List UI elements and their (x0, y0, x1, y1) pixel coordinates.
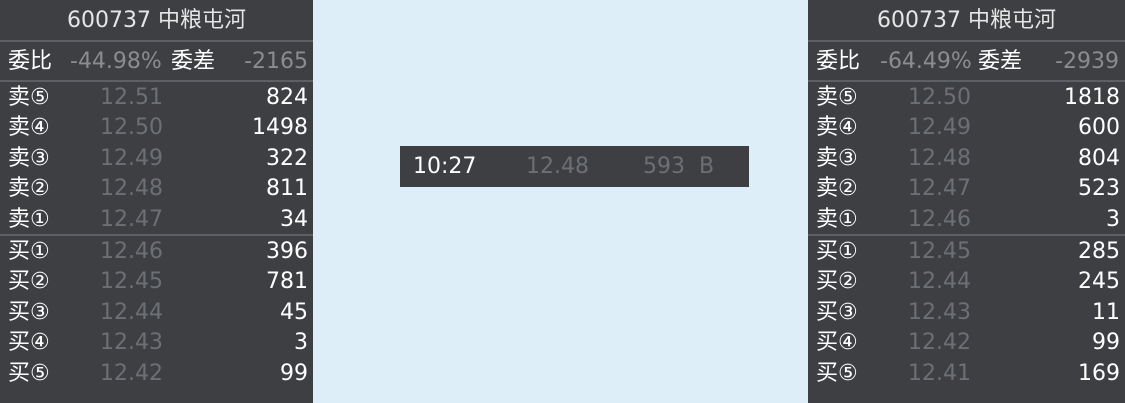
sell-row-3: 卖③ 12.49 322 (0, 143, 313, 173)
sell-price: 12.48 (100, 176, 163, 202)
sell-price: 12.50 (100, 115, 163, 141)
ratio-label: 委比 (816, 49, 861, 74)
tick-time: 10:27 (413, 154, 477, 179)
sell-label: 卖⑤ (8, 85, 50, 110)
buy-label: 买② (8, 269, 50, 295)
tick-direction: B (699, 154, 715, 179)
buy-price: 12.45 (100, 269, 163, 295)
sell-volume: 1818 (1064, 85, 1120, 110)
sell-price: 12.46 (908, 206, 971, 232)
buy-volume: 169 (1078, 360, 1120, 386)
buy-volume: 285 (1078, 238, 1120, 264)
sell-price: 12.51 (100, 85, 163, 110)
buy-volume: 99 (1092, 330, 1120, 356)
sell-volume: 600 (1078, 115, 1120, 141)
buy-volume: 99 (280, 360, 308, 386)
buy-label: 买① (8, 238, 50, 264)
sell-row-4: 卖④ 12.50 1498 (0, 112, 313, 142)
buy-price: 12.43 (100, 330, 163, 356)
buy-row-2: 买② 12.45 781 (0, 266, 313, 296)
buy-price: 12.46 (100, 238, 163, 264)
sell-row-3: 卖③ 12.48 804 (808, 143, 1125, 173)
ratio-label: 委比 (8, 49, 53, 74)
sell-price: 12.47 (908, 176, 971, 202)
buy-row-3: 买③ 12.44 45 (0, 297, 313, 327)
buy-row-5: 买⑤ 12.42 99 (0, 358, 313, 388)
buy-volume: 396 (266, 238, 308, 264)
buy-row-2: 买② 12.44 245 (808, 266, 1125, 296)
diff-label: 委差 (171, 49, 216, 74)
buy-label: 买③ (816, 299, 858, 325)
sell-volume: 322 (266, 145, 308, 171)
sell-label: 卖⑤ (816, 85, 858, 110)
buy-price: 12.45 (908, 238, 971, 264)
buy-label: 买⑤ (8, 360, 50, 386)
sell-row-2: 卖② 12.48 811 (0, 173, 313, 203)
sell-row-4: 卖④ 12.49 600 (808, 112, 1125, 142)
buy-price: 12.41 (908, 360, 971, 386)
ratio-value: -44.98% (70, 49, 162, 74)
buy-row-4: 买④ 12.43 3 (0, 327, 313, 357)
sell-volume: 804 (1078, 145, 1120, 171)
stock-title: 600737 中粮屯河 (0, 0, 313, 42)
sell-row-1: 卖① 12.47 34 (0, 204, 313, 236)
sell-label: 卖① (816, 206, 858, 232)
buy-volume: 245 (1078, 269, 1120, 295)
stock-title: 600737 中粮屯河 (808, 0, 1125, 42)
buy-row-4: 买④ 12.42 99 (808, 327, 1125, 357)
sell-row-5: 卖⑤ 12.50 1818 (808, 82, 1125, 112)
buy-row-3: 买③ 12.43 11 (808, 297, 1125, 327)
sell-label: 卖④ (816, 115, 858, 141)
buy-label: 买② (816, 269, 858, 295)
sell-row-2: 卖② 12.47 523 (808, 173, 1125, 203)
buy-price: 12.42 (908, 330, 971, 356)
diff-value: -2939 (1055, 49, 1119, 74)
buy-volume: 3 (294, 330, 308, 356)
sell-label: 卖② (8, 176, 50, 202)
buy-price: 12.44 (908, 269, 971, 295)
sell-volume: 34 (280, 206, 308, 232)
sell-price: 12.50 (908, 85, 971, 110)
buy-volume: 11 (1092, 299, 1120, 325)
buy-price: 12.44 (100, 299, 163, 325)
buy-price: 12.42 (100, 360, 163, 386)
diff-label: 委差 (978, 49, 1023, 74)
sell-row-5: 卖⑤ 12.51 824 (0, 82, 313, 112)
buy-label: 买⑤ (816, 360, 858, 386)
sell-price: 12.49 (908, 115, 971, 141)
ratio-row: 委比 -64.49% 委差 -2939 (808, 42, 1125, 82)
sell-row-1: 卖① 12.46 3 (808, 204, 1125, 236)
buy-row-1: 买① 12.45 285 (808, 236, 1125, 266)
sell-label: 卖① (8, 206, 50, 232)
buy-row-1: 买① 12.46 396 (0, 236, 313, 266)
sell-volume: 811 (266, 176, 308, 202)
sell-label: 卖④ (8, 115, 50, 141)
ratio-value: -64.49% (880, 49, 972, 74)
sell-volume: 1498 (252, 115, 308, 141)
trade-tick: 10:27 12.48 593 B (400, 146, 749, 187)
sell-price: 12.48 (908, 145, 971, 171)
diff-value: -2165 (244, 49, 308, 74)
sell-volume: 3 (1106, 206, 1120, 232)
buy-volume: 781 (266, 269, 308, 295)
buy-label: 买① (816, 238, 858, 264)
sell-price: 12.47 (100, 206, 163, 232)
tick-price: 12.48 (526, 154, 589, 179)
sell-label: 卖③ (816, 145, 858, 171)
sell-price: 12.49 (100, 145, 163, 171)
buy-label: 买④ (816, 330, 858, 356)
buy-label: 买③ (8, 299, 50, 325)
order-book-left: 600737 中粮屯河 委比 -44.98% 委差 -2165 卖⑤ 12.51… (0, 0, 313, 403)
order-book-right: 600737 中粮屯河 委比 -64.49% 委差 -2939 卖⑤ 12.50… (808, 0, 1125, 403)
buy-volume: 45 (280, 299, 308, 325)
sell-label: 卖② (816, 176, 858, 202)
sell-label: 卖③ (8, 145, 50, 171)
sell-volume: 523 (1078, 176, 1120, 202)
buy-price: 12.43 (908, 299, 971, 325)
buy-row-5: 买⑤ 12.41 169 (808, 358, 1125, 388)
ratio-row: 委比 -44.98% 委差 -2165 (0, 42, 313, 82)
tick-volume: 593 (643, 154, 685, 179)
buy-label: 买④ (8, 330, 50, 356)
sell-volume: 824 (266, 85, 308, 110)
